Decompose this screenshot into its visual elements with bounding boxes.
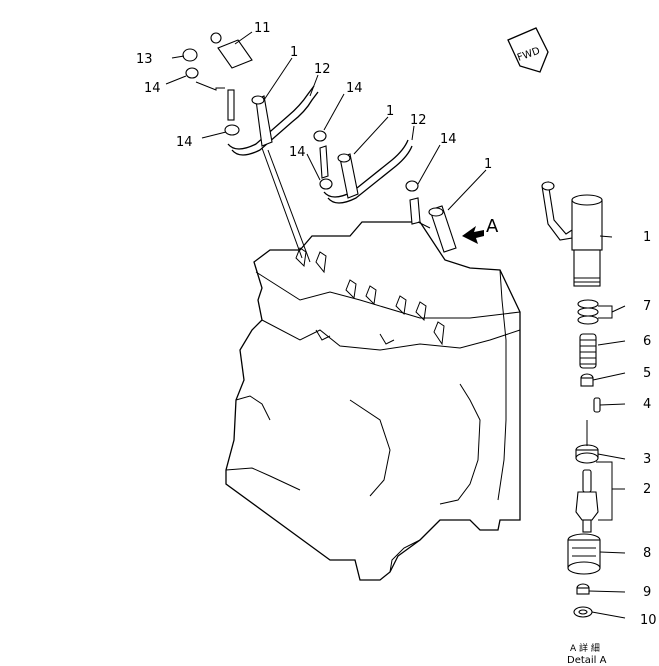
callout-14: 14 (346, 81, 363, 96)
part-5-seat (580, 373, 594, 387)
part-4-pin (593, 397, 601, 413)
callout-14: 14 (440, 132, 457, 147)
callout-1: 1 (643, 230, 651, 245)
injector-1c (409, 197, 457, 253)
callout-12: 12 (410, 113, 427, 128)
detail-caption: A 詳 細 Detail A (567, 642, 607, 666)
fwd-indicator: FWD (507, 27, 549, 73)
callout-numbers: 11 13 14 1 12 14 14 1 12 14 14 1 1 7 6 5… (136, 21, 657, 628)
part-14-clamp-b (224, 124, 240, 136)
detail-injector-assembly (541, 181, 603, 287)
engine-block (225, 221, 521, 581)
part-10-washer (573, 606, 593, 618)
callout-6: 6 (643, 334, 651, 349)
callout-7: 7 (643, 299, 651, 314)
part-14-clamp-d (319, 178, 333, 190)
injector-1b (319, 145, 359, 199)
part-6-spring (579, 333, 597, 369)
callout-11: 11 (254, 21, 271, 36)
callout-2: 2 (643, 482, 651, 497)
part-7-washers (577, 299, 599, 325)
callout-1: 1 (290, 45, 298, 60)
leader-lines (165, 31, 626, 619)
part-2-nozzle (575, 461, 613, 533)
part-3-spacer (575, 420, 599, 464)
detail-glyphs: A 詳 細 (570, 642, 600, 654)
callout-1: 1 (386, 104, 394, 119)
part-13-cap (182, 48, 198, 62)
leader-line (267, 149, 311, 263)
callout-14: 14 (176, 135, 193, 150)
part-14-clamp (185, 67, 199, 79)
callout-14: 14 (144, 81, 161, 96)
callout-9: 9 (643, 585, 651, 600)
view-a-arrow: A (462, 216, 499, 244)
injector-1a (227, 89, 273, 147)
leader-line (261, 147, 303, 259)
part-11-plate (217, 39, 253, 69)
callout-14: 14 (289, 145, 306, 160)
callout-12: 12 (314, 62, 331, 77)
part-8-nut (567, 533, 601, 575)
callout-5: 5 (643, 366, 651, 381)
callout-8: 8 (643, 546, 651, 561)
view-a-label: A (486, 216, 499, 237)
part-14-clamp-c (313, 130, 327, 142)
callout-3: 3 (643, 452, 651, 467)
callout-4: 4 (643, 397, 651, 412)
part-9-ring (576, 583, 590, 595)
callout-10: 10 (640, 613, 657, 628)
svg-text:FWD: FWD (516, 45, 542, 63)
fuel-pipe-12b (323, 139, 413, 204)
fuel-pipe-12a (227, 85, 319, 156)
callout-1: 1 (484, 157, 492, 172)
part-14-clamp-e (405, 180, 419, 192)
callout-13: 13 (136, 52, 153, 67)
detail-caption-text: Detail A (567, 655, 607, 666)
